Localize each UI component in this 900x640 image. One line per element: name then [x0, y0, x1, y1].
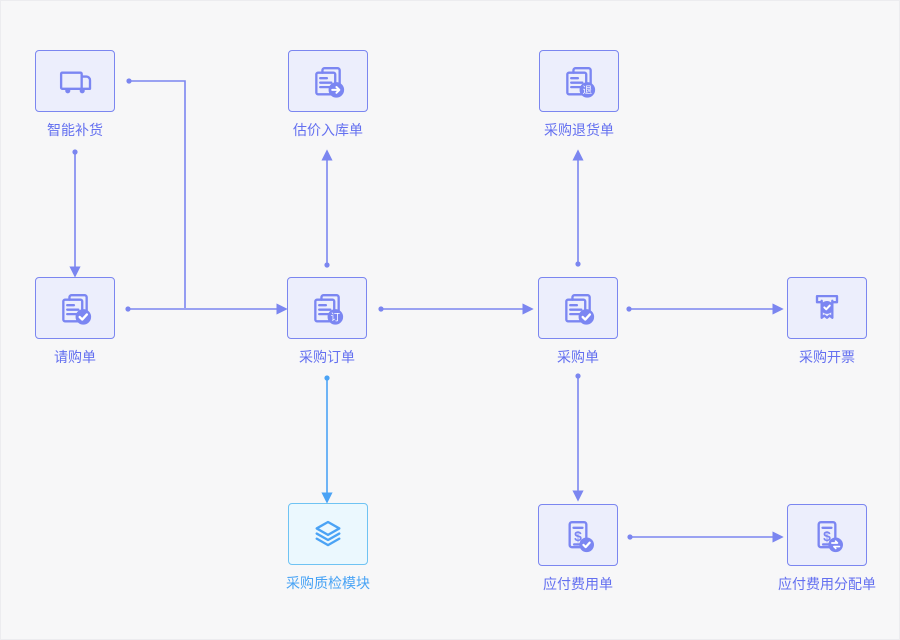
- node-box: [288, 50, 368, 112]
- document-order-icon: 订: [314, 294, 344, 325]
- edge-start-dot: [627, 534, 633, 540]
- edge-start-dot: [575, 373, 581, 379]
- node-estimated-inbound-order[interactable]: 估价入库单: [288, 50, 368, 138]
- edge-connector: [129, 80, 186, 308]
- edge-start-dot: [126, 78, 132, 84]
- edge-start-dot: [72, 149, 78, 155]
- edge-start-dot: [125, 306, 131, 312]
- node-box: [288, 503, 368, 565]
- edge-start-dot: [324, 375, 330, 381]
- edge-start-dot: [575, 261, 581, 267]
- truck-icon: [59, 71, 92, 94]
- node-box: $: [787, 504, 867, 566]
- node-purchase-request[interactable]: 请购单: [35, 277, 115, 365]
- document-arrow-icon: [315, 67, 345, 98]
- node-label: 智能补货: [47, 122, 103, 138]
- node-label: 应付费用单: [543, 576, 613, 592]
- node-box: 退: [539, 50, 619, 112]
- bill-swap-icon: $: [817, 521, 843, 553]
- dollar-glyph: $: [823, 528, 831, 544]
- node-box: 订: [287, 277, 367, 339]
- node-box: [787, 277, 867, 339]
- node-label: 应付费用分配单: [778, 576, 876, 592]
- node-box: $: [538, 504, 618, 566]
- edge-start-dot: [378, 306, 384, 312]
- document-check-icon: [62, 294, 92, 325]
- dollar-glyph: $: [574, 528, 582, 544]
- node-label: 采购退货单: [544, 122, 614, 138]
- node-smart-replenishment[interactable]: 智能补货: [35, 50, 115, 138]
- bill-check-icon: $: [568, 521, 594, 553]
- node-box: [35, 277, 115, 339]
- node-label: 采购订单: [299, 349, 355, 365]
- badge-text: 退: [583, 85, 593, 96]
- edge-start-dot: [626, 306, 632, 312]
- node-label: 采购开票: [799, 349, 855, 365]
- edge-start-dot: [324, 262, 330, 268]
- badge-text: 订: [331, 312, 341, 323]
- document-check-icon: [565, 294, 595, 325]
- node-label: 估价入库单: [293, 122, 363, 138]
- node-purchase-qc-module[interactable]: 采购质检模块: [286, 503, 370, 591]
- node-box: [538, 277, 618, 339]
- node-payable-expense-order[interactable]: $ 应付费用单: [538, 504, 618, 592]
- node-box: [35, 50, 115, 112]
- layers-icon: [315, 520, 341, 547]
- node-purchase-invoicing[interactable]: 采购开票: [787, 277, 867, 365]
- node-purchase-return-order[interactable]: 退 采购退货单: [539, 50, 619, 138]
- node-label: 采购质检模块: [286, 575, 370, 591]
- node-purchase-doc[interactable]: 采购单: [538, 277, 618, 365]
- node-purchase-order[interactable]: 订 采购订单: [287, 277, 367, 365]
- node-label: 请购单: [54, 349, 96, 365]
- node-payable-expense-allocation-order[interactable]: $ 应付费用分配单: [778, 504, 876, 592]
- invoice-check-icon: [815, 294, 839, 319]
- node-label: 采购单: [557, 349, 599, 365]
- document-return-icon: 退: [566, 67, 596, 98]
